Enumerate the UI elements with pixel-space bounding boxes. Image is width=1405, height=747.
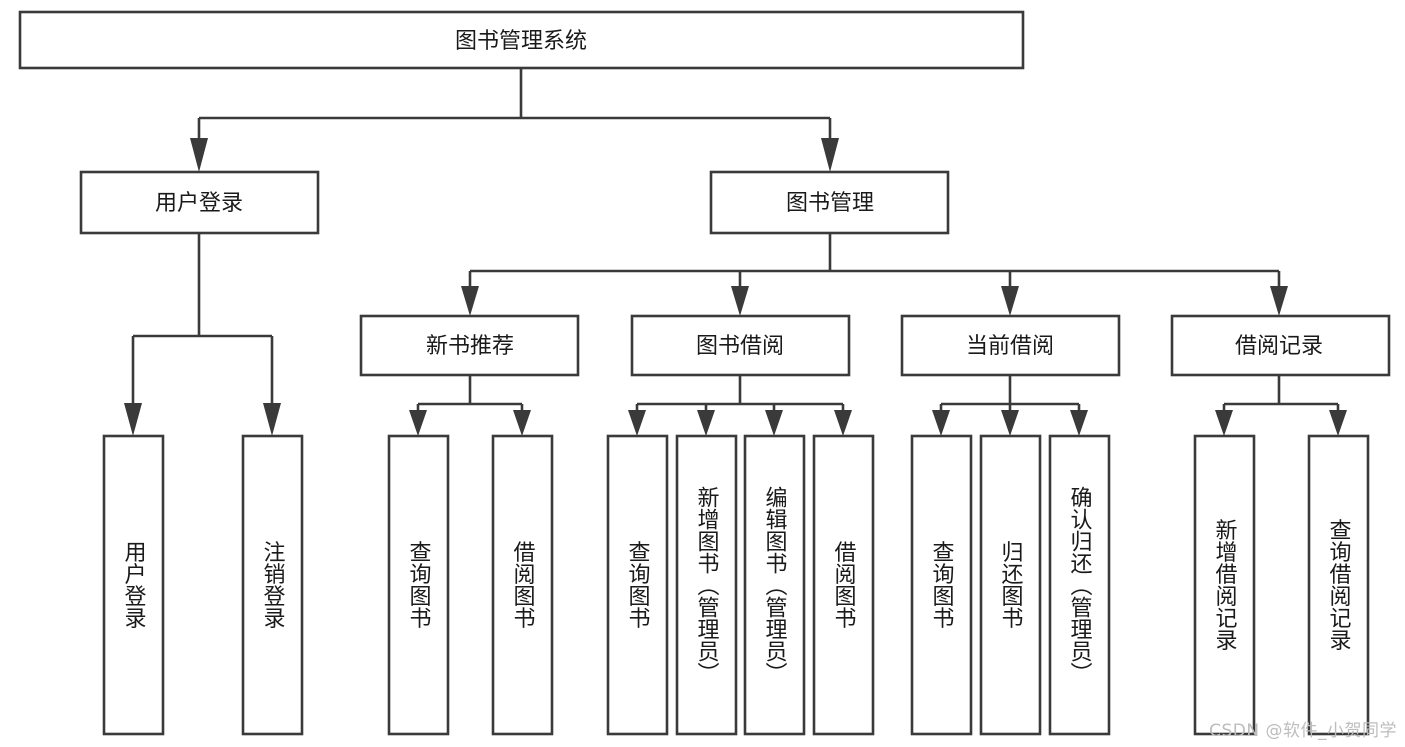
node-current-label: 当前借阅 xyxy=(966,334,1054,359)
node-record[interactable]: 借阅记录 xyxy=(1170,314,1391,377)
arrow-head-borrow xyxy=(731,286,749,316)
node-leaf8-label: 借阅图书 xyxy=(831,541,857,629)
node-leaf12[interactable]: 新增借阅记录 xyxy=(1193,434,1256,736)
arrow-head-current xyxy=(1001,286,1019,316)
node-leaf9-box[interactable] xyxy=(910,434,973,736)
node-leaf13-box[interactable] xyxy=(1307,434,1370,736)
node-record-label: 借阅记录 xyxy=(1235,334,1323,359)
node-root-box[interactable] xyxy=(18,10,1025,70)
arrow-head-leaf7 xyxy=(765,410,783,436)
node-leaf8[interactable]: 借阅图书 xyxy=(812,434,875,736)
arrow-head-leaf1 xyxy=(124,403,142,436)
node-login[interactable]: 用户登录 xyxy=(79,170,320,235)
node-leaf3[interactable]: 查询图书 xyxy=(387,434,450,736)
node-leaf4[interactable]: 借阅图书 xyxy=(491,434,554,736)
node-bookmgmt-box[interactable] xyxy=(709,170,950,235)
node-record-box[interactable] xyxy=(1170,314,1391,377)
node-newbook[interactable]: 新书推荐 xyxy=(359,314,580,377)
connector-group-current xyxy=(932,375,1088,436)
node-login-label: 用户登录 xyxy=(155,191,243,216)
connector-group-bookmgmt xyxy=(461,233,1288,316)
connector-group-root xyxy=(190,68,839,172)
arrow-head-leaf2 xyxy=(263,403,281,436)
arrow-head-login xyxy=(190,138,208,172)
node-leaf11[interactable]: 确认归还（管理员） xyxy=(1048,434,1111,736)
node-root-label: 图书管理系统 xyxy=(455,29,587,54)
node-leaf10-box[interactable] xyxy=(979,434,1042,736)
node-leaf7-box[interactable] xyxy=(743,434,806,736)
connector-group-login xyxy=(124,233,281,436)
node-leaf5[interactable]: 查询图书 xyxy=(606,434,669,736)
node-leaf4-box[interactable] xyxy=(491,434,554,736)
node-leaf12-box[interactable] xyxy=(1193,434,1256,736)
node-leaf2-box[interactable] xyxy=(241,434,304,736)
node-leaf3-box[interactable] xyxy=(387,434,450,736)
node-leaf6[interactable]: 新增图书（管理员） xyxy=(675,434,738,736)
node-newbook-label: 新书推荐 xyxy=(426,334,514,359)
arrow-head-leaf11 xyxy=(1070,410,1088,436)
node-leaf12-label: 新增借阅记录 xyxy=(1212,519,1238,651)
node-bookmgmt[interactable]: 图书管理 xyxy=(709,170,950,235)
arrow-head-leaf3 xyxy=(409,410,427,436)
node-leaf7-label: 编辑图书（管理员） xyxy=(762,486,788,684)
node-leaf13-label: 查询借阅记录 xyxy=(1326,519,1352,651)
node-leaf2[interactable]: 注销登录 xyxy=(241,434,304,736)
connector-group-record xyxy=(1215,375,1347,436)
node-bookmgmt-label: 图书管理 xyxy=(786,191,874,216)
node-newbook-box[interactable] xyxy=(359,314,580,377)
node-login-box[interactable] xyxy=(79,170,320,235)
arrow-head-leaf10 xyxy=(1001,410,1019,436)
node-leaf7[interactable]: 编辑图书（管理员） xyxy=(743,434,806,736)
node-leaf3-label: 查询图书 xyxy=(406,541,432,629)
arrow-head-leaf5 xyxy=(628,410,646,436)
node-leaf10[interactable]: 归还图书 xyxy=(979,434,1042,736)
node-leaf10-label: 归还图书 xyxy=(998,541,1024,629)
node-leaf1-label: 用户登录 xyxy=(121,541,147,629)
connector-group-newbook xyxy=(409,375,531,436)
node-leaf1[interactable]: 用户登录 xyxy=(102,434,165,736)
node-leaf13[interactable]: 查询借阅记录 xyxy=(1307,434,1370,736)
node-leaf9[interactable]: 查询图书 xyxy=(910,434,973,736)
node-leaf1-box[interactable] xyxy=(102,434,165,736)
arrow-head-leaf4 xyxy=(513,410,531,436)
arrow-head-leaf12 xyxy=(1215,410,1233,436)
node-borrow-box[interactable] xyxy=(630,314,851,377)
node-current-box[interactable] xyxy=(900,314,1121,377)
node-borrow-label: 图书借阅 xyxy=(696,334,784,359)
connector-group-borrow xyxy=(628,375,852,436)
node-leaf6-label: 新增图书（管理员） xyxy=(694,486,720,684)
node-leaf11-box[interactable] xyxy=(1048,434,1111,736)
node-leaf6-box[interactable] xyxy=(675,434,738,736)
arrow-head-newbook xyxy=(461,286,479,316)
node-current[interactable]: 当前借阅 xyxy=(900,314,1121,377)
arrow-head-bookmgmt xyxy=(821,138,839,172)
node-root[interactable]: 图书管理系统 xyxy=(18,10,1025,70)
node-leaf5-label: 查询图书 xyxy=(625,541,651,629)
node-leaf5-box[interactable] xyxy=(606,434,669,736)
node-leaf9-label: 查询图书 xyxy=(929,541,955,629)
arrow-head-leaf6 xyxy=(697,410,715,436)
arrow-head-record xyxy=(1270,286,1288,316)
arrow-head-leaf8 xyxy=(834,410,852,436)
node-leaf2-label: 注销登录 xyxy=(260,541,286,629)
node-leaf8-box[interactable] xyxy=(812,434,875,736)
arrow-head-leaf9 xyxy=(932,410,950,436)
arrow-head-leaf13 xyxy=(1329,410,1347,436)
node-borrow[interactable]: 图书借阅 xyxy=(630,314,851,377)
node-leaf11-label: 确认归还（管理员） xyxy=(1067,486,1093,684)
node-leaf4-label: 借阅图书 xyxy=(510,541,536,629)
